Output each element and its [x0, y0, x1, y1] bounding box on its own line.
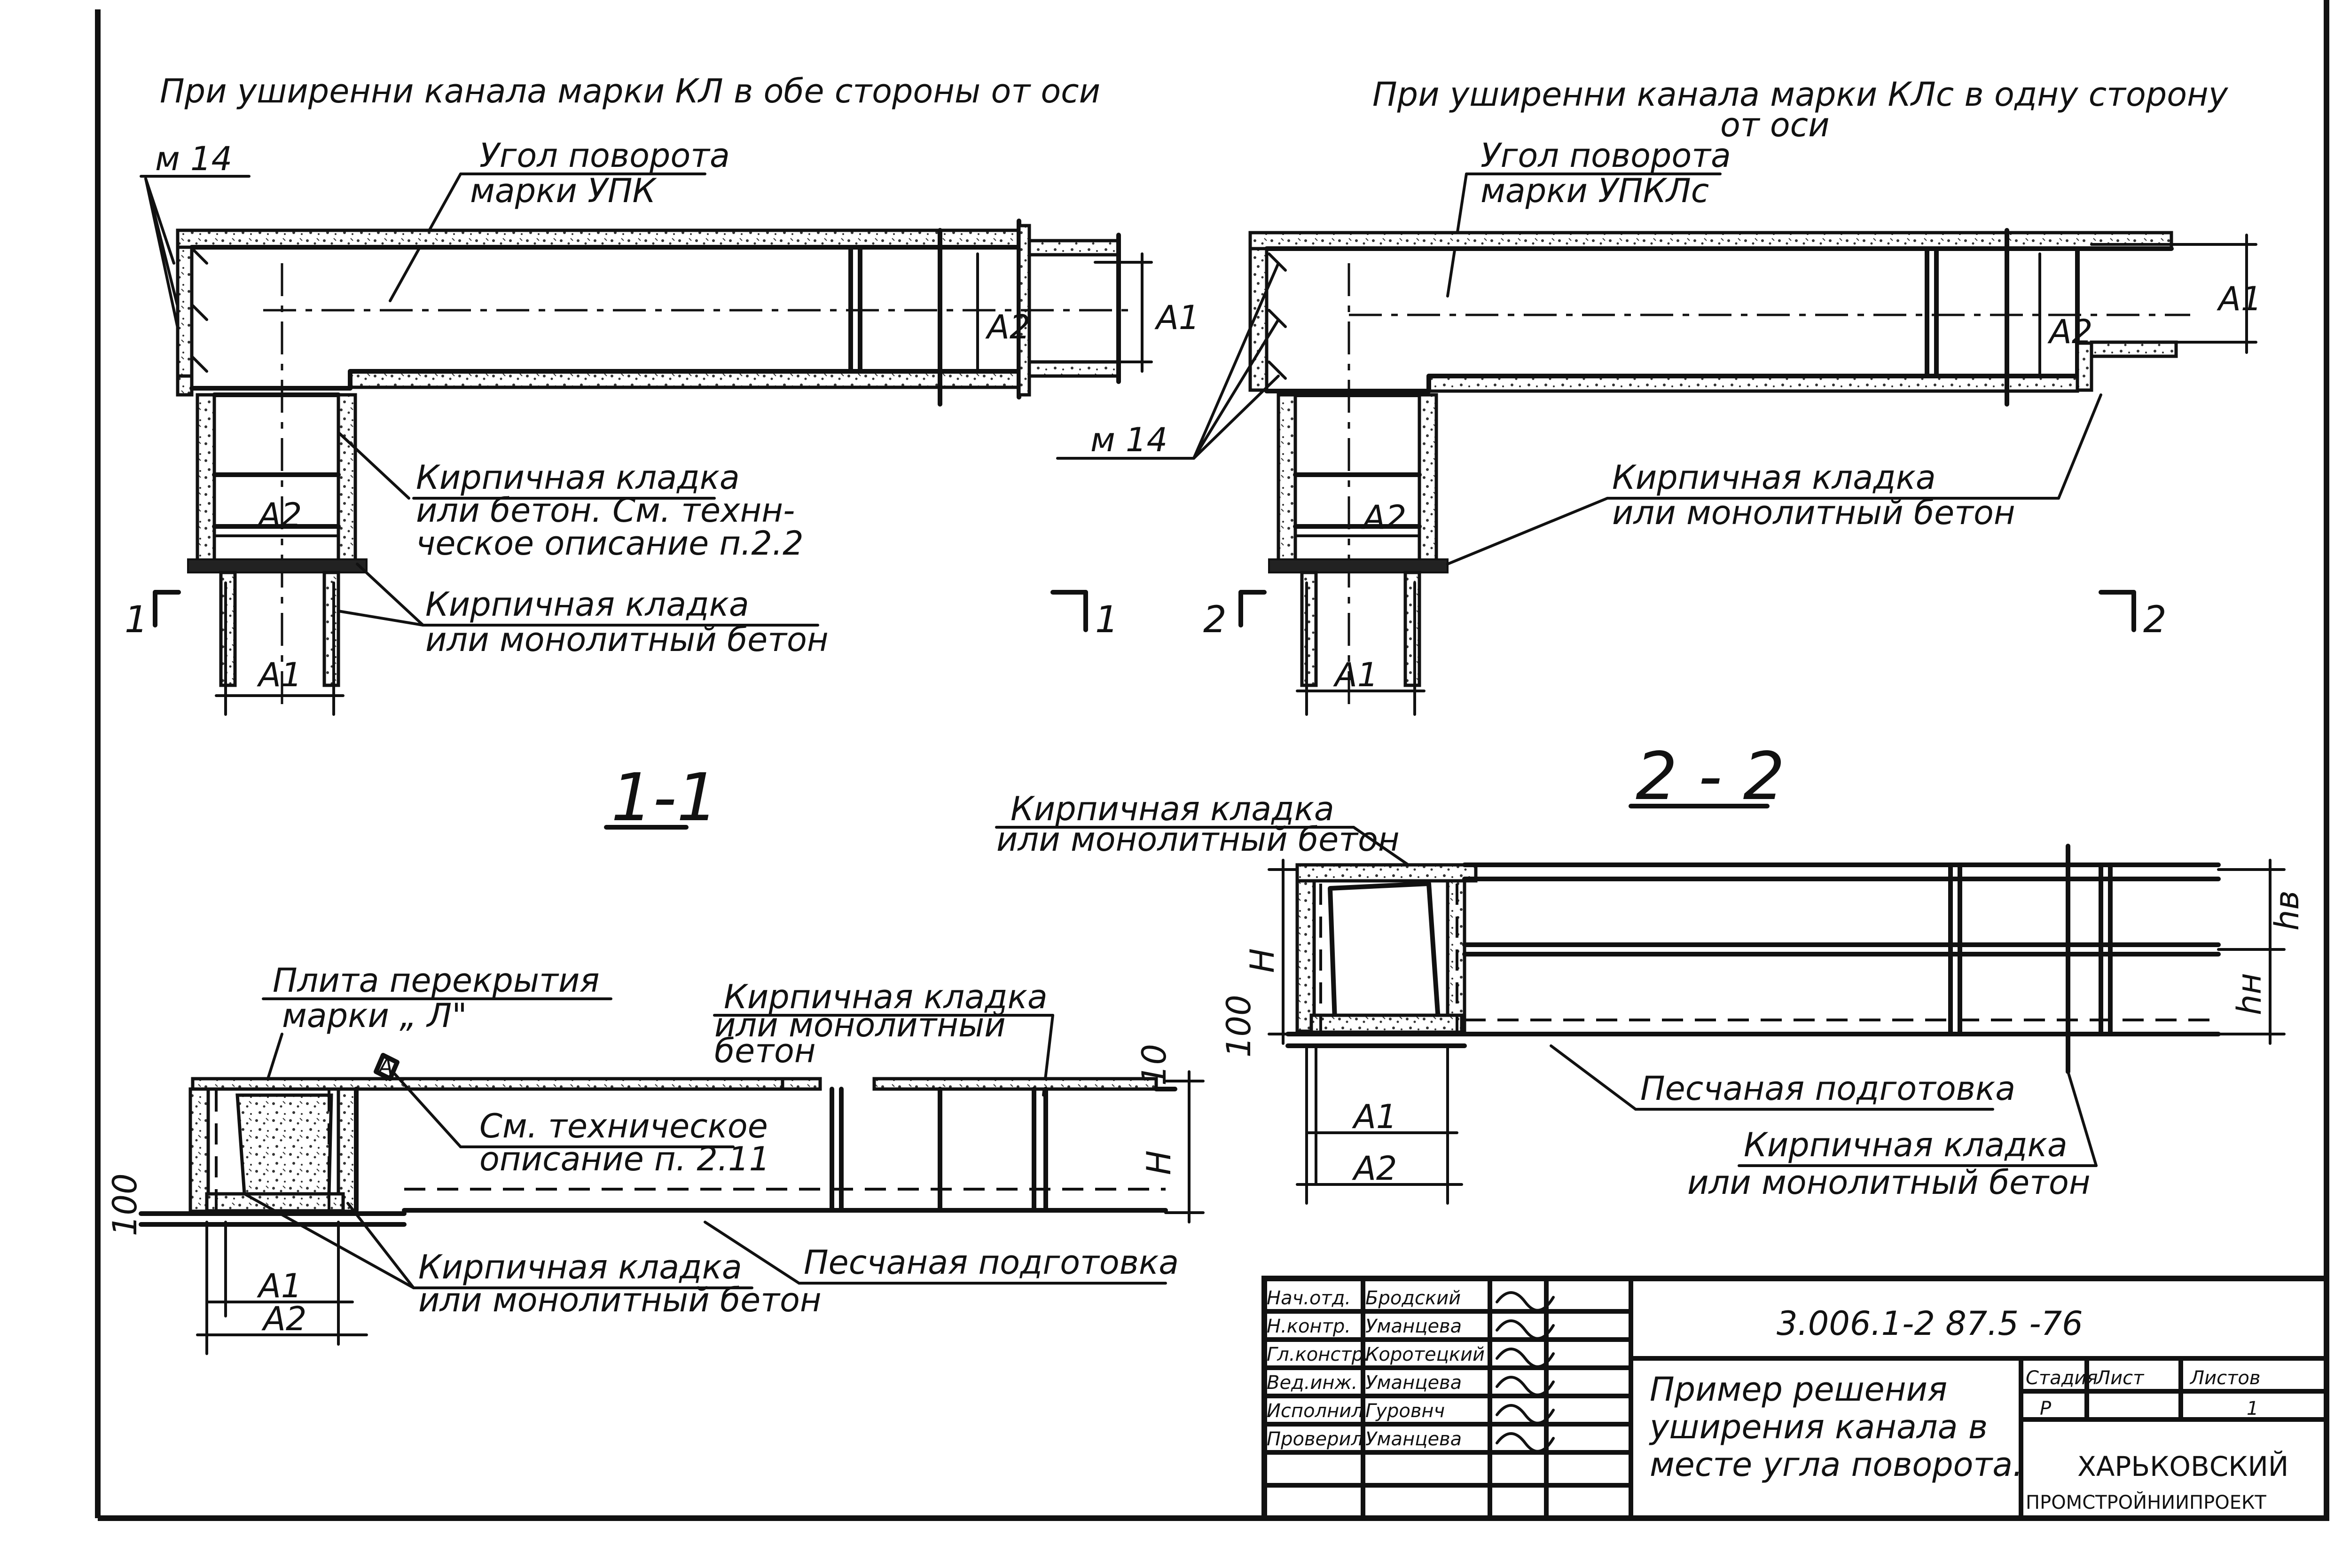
tb-sheet-header: Лист — [2095, 1367, 2145, 1389]
section-2-dim-100: 100 — [1220, 995, 1258, 1058]
tb-role-4: Исполнил — [1267, 1400, 1363, 1422]
plan-left-corner-label-1: Угол поворота — [479, 136, 730, 175]
plan-right-title-2: от оси — [1720, 106, 1830, 144]
section-1-slab-1: Плита перекрытия — [273, 961, 600, 1000]
tb-stage-header: Стадия — [2026, 1367, 2098, 1389]
plan-right-corner-label-2: марки УПКЛс — [1480, 172, 1709, 210]
tb-desc-2: уширения канала в — [1649, 1408, 1988, 1446]
plan-left-brick-a-3: ческое описание п.2.2 — [416, 524, 804, 563]
section-1-1: 1-1 Плита перекрытия марки „ Л" Кирпична… — [106, 760, 1205, 1355]
tb-sheet-value: 1 — [2247, 1398, 2258, 1419]
plan-left-title: При уширенни канала марки КЛ в обе сторо… — [160, 72, 1100, 110]
plan-right-dim-a1-bottom: A1 — [1333, 656, 1378, 694]
plan-right-cut-left: 2 — [1203, 599, 1227, 641]
section-1-brick-bottom-2: или монолитный бетон — [418, 1281, 822, 1319]
section-1-sand: Песчаная подготовка — [804, 1243, 1179, 1282]
section-2-brick-top-1: Кирпичная кладка — [1010, 790, 1334, 828]
tb-role-5: Проверил — [1267, 1428, 1363, 1450]
tb-role-3: Вед.инж. — [1267, 1372, 1357, 1394]
plan-left-brick-a-1: Кирпичная кладка — [416, 458, 740, 497]
section-1-dim-10: 10 — [1135, 1044, 1174, 1086]
plan-left-m14: м 14 — [155, 140, 232, 178]
tb-name-3: Уманцева — [1365, 1372, 1462, 1394]
section-1-brick-top-1: Кирпичная кладка — [724, 978, 1048, 1016]
plan-left-dim-a2: A2 — [985, 308, 1030, 346]
section-2-2: 2 - 2 Кирпичная кладка или монолитный бе… — [995, 738, 2306, 1205]
plan-right-brick-1: Кирпичная кладка — [1612, 458, 1936, 497]
signatures — [1496, 1291, 1555, 1453]
section-2-title: 2 - 2 — [1636, 738, 1785, 815]
section-2-dim-h: H — [1243, 948, 1282, 973]
plan-right-m14: м 14 — [1090, 421, 1167, 459]
section-2-brick-bottom-2: или монолитный бетон — [1687, 1163, 2091, 1202]
section-1-slab-tag: А — [377, 1054, 393, 1079]
plan-left-cut-right: 1 — [1095, 599, 1119, 641]
section-2-dim-hb: hв — [2268, 890, 2306, 931]
tb-stage-value: Р — [2040, 1398, 2052, 1419]
section-2-dim-hn: hн — [2230, 973, 2269, 1015]
plan-left-brick-b-2: или монолитный бетон — [425, 620, 829, 659]
tb-org-2: ПРОМСТРОЙНИИПРОЕКТ — [2026, 1491, 2266, 1513]
plan-left: При уширенни канала марки КЛ в обе сторо… — [125, 72, 1199, 716]
tb-name-0: Бродский — [1365, 1287, 1461, 1309]
section-1-dim-a2: A2 — [261, 1300, 306, 1338]
tb-role-0: Нач.отд. — [1267, 1287, 1351, 1309]
section-2-dim-a1: A1 — [1352, 1098, 1397, 1136]
plan-right-brick-2: или монолитный бетон — [1612, 494, 2015, 532]
section-2-sand: Песчаная подготовка — [1640, 1069, 2015, 1108]
plan-left-cut-left: 1 — [125, 599, 148, 641]
tb-name-5: Уманцева — [1365, 1428, 1462, 1450]
plan-right-dim-a1: A1 — [2217, 280, 2262, 318]
plan-right: При уширенни канала марки КЛс в одну сто… — [1056, 75, 2262, 716]
section-1-slab-2: марки „ Л" — [282, 996, 467, 1035]
tb-role-1: Н.контр. — [1267, 1316, 1351, 1337]
plan-left-dim-a2-branch: A2 — [257, 496, 302, 534]
section-1-title: 1-1 — [611, 760, 719, 836]
plan-right-cut-right: 2 — [2143, 599, 2167, 641]
tb-name-2: Коротецкий — [1365, 1344, 1485, 1365]
plan-left-corner-label-2: марки УПК — [470, 172, 657, 210]
tb-name-4: Гуровнч — [1365, 1400, 1445, 1422]
tb-org-1: ХАРЬКОВСКИЙ — [2077, 1450, 2288, 1482]
section-1-brick-bottom-1: Кирпичная кладка — [418, 1248, 742, 1286]
plan-left-dim-a1-bottom: A1 — [257, 656, 302, 694]
plan-right-title-1: При уширенни канала марки КЛс в одну сто… — [1372, 75, 2229, 114]
plan-left-brick-b-1: Кирпичная кладка — [425, 585, 749, 624]
tb-code: 3.006.1-2 87.5 -76 — [1777, 1304, 2083, 1343]
section-1-dim-100: 100 — [106, 1173, 144, 1236]
plan-right-corner-label-1: Угол поворота — [1480, 136, 1731, 175]
plan-left-brick-a-2: или бетон. См. технн- — [416, 491, 795, 530]
tb-desc-3: месте угла поворота. — [1650, 1445, 2023, 1484]
section-1-dim-h: H — [1140, 1150, 1178, 1175]
section-1-note-1: См. техническое — [479, 1107, 768, 1145]
tb-desc-1: Пример решения — [1650, 1370, 1947, 1409]
section-1-brick-top-3: бетон — [714, 1032, 816, 1070]
section-1-dim-a1: A1 — [257, 1267, 302, 1305]
plan-left-dim-a1: A1 — [1154, 298, 1199, 337]
plan-right-dim-a2: A2 — [2047, 313, 2092, 351]
section-1-brick-top-2: или монолитный — [714, 1006, 1006, 1044]
section-2-dim-a2: A2 — [1352, 1149, 1397, 1188]
tb-role-2: Гл.констр. — [1267, 1344, 1370, 1365]
section-1-note-2: описание п. 2.11 — [479, 1140, 770, 1178]
tb-name-1: Уманцева — [1365, 1316, 1462, 1337]
section-2-brick-bottom-1: Кирпичная кладка — [1744, 1126, 2068, 1164]
plan-right-dim-a2-branch: A2 — [1361, 498, 1406, 537]
title-block: Нач.отд. Н.контр. Гл.констр. Вед.инж. Ис… — [1261, 1276, 2329, 1521]
tb-sheets-header: Листов — [2189, 1367, 2260, 1389]
